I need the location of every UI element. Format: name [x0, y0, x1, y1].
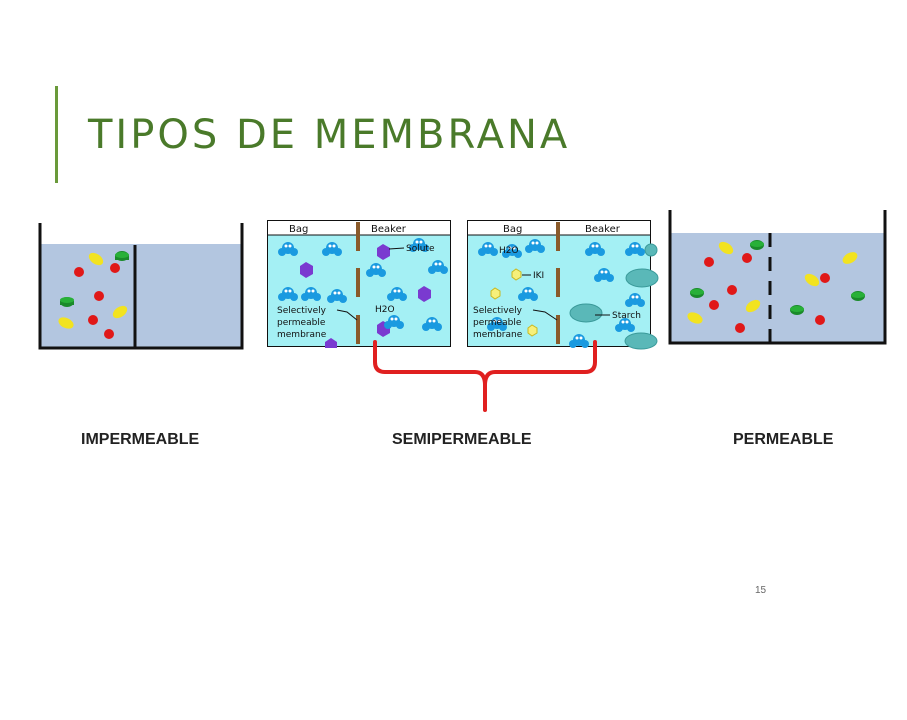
water-molecule-icon: [322, 242, 342, 256]
water-molecule-icon: [409, 238, 429, 252]
water-molecule-icon: [502, 244, 522, 258]
membrane-pores: [356, 222, 360, 344]
water-molecule-icon: [478, 242, 498, 256]
water-molecule-icon: [422, 317, 442, 331]
water-molecule-icon: [569, 334, 589, 348]
panel1-header-bag: Bag: [289, 224, 308, 235]
slide-title: TIPOS DE MEMBRANA: [88, 112, 571, 158]
water-molecule-icon: [487, 317, 507, 331]
semipermeable-brace: [373, 340, 597, 412]
water-molecule-icon: [366, 263, 386, 277]
semipermeable-panel-starch: Bag Beaker H2O IKI Starch Selectively pe…: [467, 220, 659, 350]
impermeable-beaker-diagram: [38, 223, 244, 350]
solute-particles-left: [58, 251, 129, 339]
solute-particles-mixed: [687, 240, 865, 333]
panel1-membrane-label: Selectively permeable membrane: [277, 306, 329, 340]
water-molecule-icon: [384, 315, 404, 329]
water-molecule-icon: [615, 318, 635, 332]
water-molecules: [278, 238, 448, 331]
water-molecule-icon: [525, 239, 545, 253]
label-permeable: PERMEABLE: [733, 431, 834, 448]
panel1-solute-label: Solute: [406, 244, 435, 254]
page-number: 15: [755, 585, 767, 596]
water-molecule-icon: [387, 287, 407, 301]
title-accent-bar: [55, 86, 58, 183]
panel2-header-beaker: Beaker: [585, 224, 621, 235]
water-molecule-icon: [585, 242, 605, 256]
water-molecule-icon: [428, 260, 448, 274]
label-semipermeable: SEMIPERMEABLE: [392, 431, 532, 448]
starch-ellipses: [569, 243, 659, 350]
panel1-header-beaker: Beaker: [371, 224, 407, 235]
panel2-water-label: H2O: [499, 246, 519, 256]
iki-hexagons: [490, 268, 538, 337]
water-molecule-icon: [327, 289, 347, 303]
panel2-starch-label: Starch: [612, 311, 641, 321]
panel2-header-bag: Bag: [503, 224, 522, 235]
water-molecule-icon: [301, 287, 321, 301]
semipermeable-panel-solute: Bag Beaker Solute H2O Selectively permea…: [267, 220, 451, 348]
label-impermeable: IMPERMEABLE: [81, 431, 200, 448]
water-molecule-icon: [625, 242, 645, 256]
panel1-water-label: H2O: [375, 305, 395, 315]
water-molecule-icon: [625, 293, 645, 307]
membrane-pores: [556, 222, 560, 344]
permeable-beaker-diagram: [668, 210, 887, 345]
water-molecule-icon: [278, 287, 298, 301]
panel2-iki-label: IKI: [533, 271, 544, 281]
water-molecules: [478, 239, 645, 348]
panel2-membrane-label: Selectively permeable membrane: [473, 306, 525, 340]
water-molecule-icon: [594, 268, 614, 282]
water-molecule-icon: [518, 287, 538, 301]
water-molecule-icon: [278, 242, 298, 256]
